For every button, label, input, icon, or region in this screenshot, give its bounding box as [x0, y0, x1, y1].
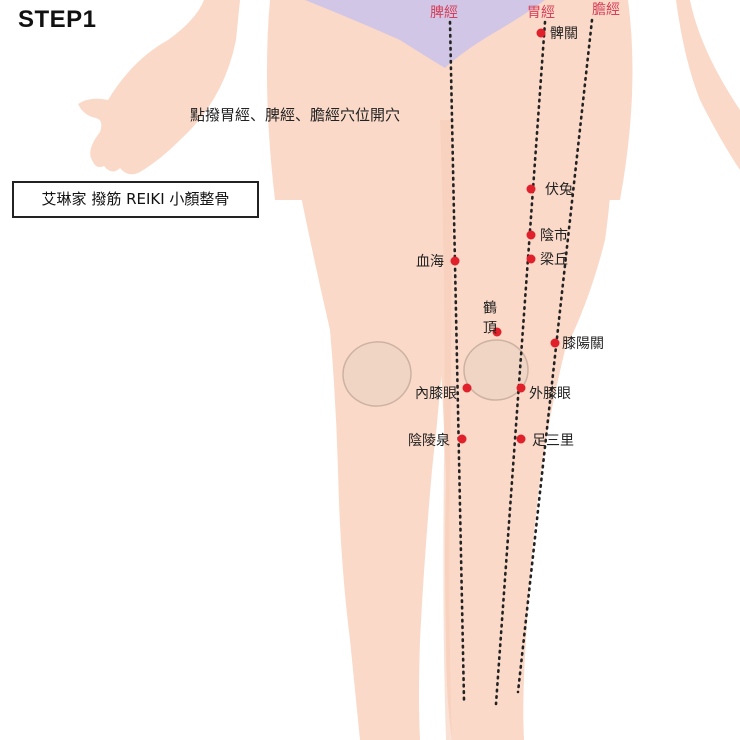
acupoint-label-waixiyan: 外膝眼: [529, 386, 571, 402]
acupoint-label-yinshi: 陰市: [540, 227, 568, 244]
brand-label-box: 艾琳家 撥筋 REIKI 小顏整骨: [12, 181, 259, 218]
acupoint-dot-biguan: [536, 28, 546, 38]
instruction-text: 點撥胃經、脾經、膽經穴位開穴: [190, 106, 401, 124]
left-kneecap: [342, 341, 412, 407]
meridian-label-stomach: 胃經: [527, 5, 555, 21]
acupoint-dot-yinshi: [526, 230, 536, 240]
meridian-label-spleen: 脾經: [430, 5, 458, 21]
leg-gap-shade: [440, 120, 452, 740]
acupoint-dot-liangqiu: [526, 254, 536, 264]
acupoint-dot-waixiyan: [516, 383, 526, 393]
meridian-label-gallbladder: 膽經: [592, 1, 620, 18]
acupoint-label-heding: 鶴頂: [481, 299, 497, 340]
step-title: STEP1: [18, 6, 97, 33]
acupoint-label-liangqiu: 梁丘: [540, 252, 568, 268]
acupoint-label-biguan: 髀關: [550, 26, 578, 42]
gallbladder-meridian-line: [516, 18, 594, 694]
acupoint-dot-xuehai: [450, 256, 460, 266]
acupoint-label-futu: 伏兔: [545, 182, 573, 198]
acupoint-dot-neixiyan: [462, 383, 472, 393]
acupoint-dot-heding: [492, 327, 502, 337]
acupoint-label-zusanli: 足三里: [532, 433, 574, 449]
acupoint-label-xuehai: 血海: [416, 254, 444, 270]
acupoint-dot-zusanli: [516, 434, 526, 444]
spleen-meridian-line: [448, 20, 466, 702]
acupoint-dot-xiyangguan: [550, 338, 560, 348]
acupoint-label-yinlingquan: 陰陵泉: [408, 432, 450, 449]
acupoint-label-neixiyan: 內膝眼: [415, 386, 457, 402]
underwear: [305, 0, 545, 68]
right-kneecap: [463, 339, 529, 401]
acupoint-dot-yinlingquan: [457, 434, 467, 444]
acupoint-dots: [450, 28, 560, 444]
acupoint-dot-futu: [526, 184, 536, 194]
right-hand: [676, 0, 740, 170]
acupoint-label-xiyangguan: 膝陽關: [562, 336, 604, 352]
left-hand: [78, 0, 240, 175]
